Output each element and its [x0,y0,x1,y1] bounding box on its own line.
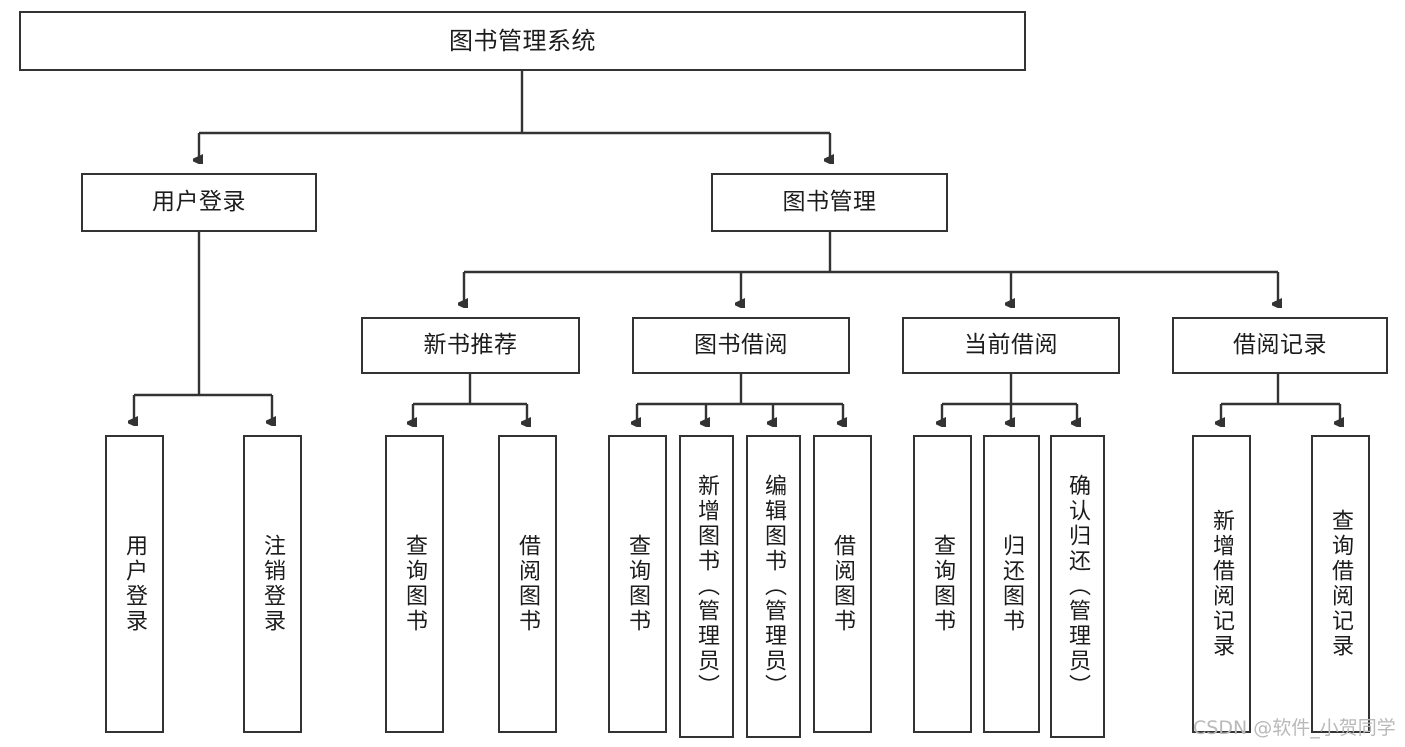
leaf-user-login-logout[interactable]: 注销登录 [243,435,302,733]
node-label: 借阅图书 [830,534,856,634]
leaf-current-borrow-return-book[interactable]: 归还图书 [983,435,1040,733]
node-label: 编辑图书（管理员） [761,474,787,699]
node-root-book-management-system[interactable]: 图书管理系统 [19,11,1026,71]
leaf-book-borrow-edit-book-admin[interactable]: 编辑图书（管理员） [746,435,801,738]
node-label: 归还图书 [999,534,1025,634]
node-label: 用户登录 [152,188,246,215]
leaf-book-borrow-add-book-admin[interactable]: 新增图书（管理员） [679,435,734,738]
node-current-borrow[interactable]: 当前借阅 [902,317,1120,374]
leaf-user-login-login[interactable]: 用户登录 [105,435,164,733]
node-label: 查询图书 [625,534,651,634]
node-book-borrow[interactable]: 图书借阅 [632,317,850,374]
node-borrow-record[interactable]: 借阅记录 [1172,317,1388,374]
leaf-borrow-record-query-record[interactable]: 查询借阅记录 [1311,435,1370,733]
leaf-new-book-borrow-book[interactable]: 借阅图书 [498,435,557,733]
node-book-management[interactable]: 图书管理 [711,173,948,232]
node-label: 查询图书 [402,534,428,634]
leaf-current-borrow-query-book[interactable]: 查询图书 [913,435,972,733]
leaf-borrow-record-add-record[interactable]: 新增借阅记录 [1192,435,1251,733]
leaf-book-borrow-borrow-book[interactable]: 借阅图书 [813,435,872,733]
node-user-login[interactable]: 用户登录 [81,173,317,232]
node-label: 图书借阅 [694,331,788,358]
node-label: 查询借阅记录 [1328,509,1354,659]
node-label: 新书推荐 [423,331,518,358]
node-label: 确认归还（管理员） [1065,474,1091,699]
node-label: 查询图书 [930,534,956,634]
node-label: 图书管理 [782,188,877,215]
csdn-watermark: CSDN @软件_小贺同学 [1193,717,1396,739]
node-new-book-recommend[interactable]: 新书推荐 [361,317,580,374]
node-label: 新增图书（管理员） [694,474,720,699]
node-label: 用户登录 [122,534,148,634]
leaf-new-book-query-book[interactable]: 查询图书 [385,435,444,733]
node-label: 借阅记录 [1233,331,1327,358]
node-label: 新增借阅记录 [1209,509,1235,659]
leaf-book-borrow-query-book[interactable]: 查询图书 [608,435,667,733]
node-label: 注销登录 [260,534,286,634]
node-label: 借阅图书 [515,534,541,634]
node-label: 当前借阅 [964,331,1058,358]
leaf-current-borrow-confirm-return-admin[interactable]: 确认归还（管理员） [1050,435,1105,738]
node-label: 图书管理系统 [449,26,596,55]
